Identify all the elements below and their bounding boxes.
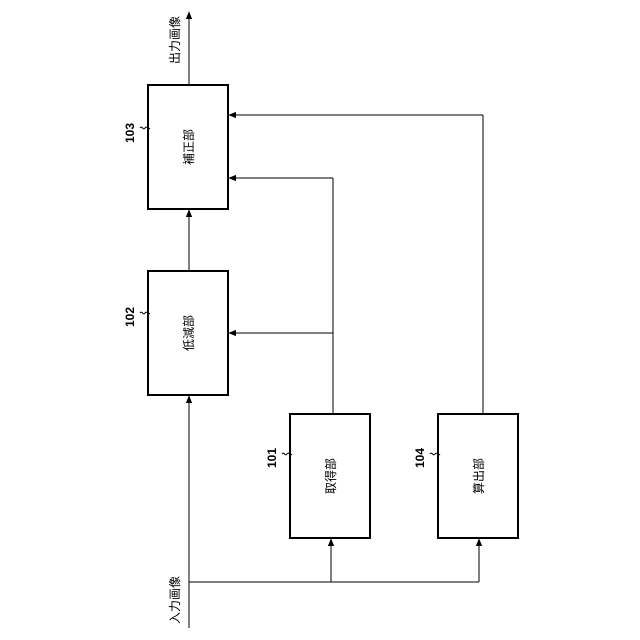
output-image-label: 出力画像	[168, 16, 182, 64]
calculation-block-label: 算出部	[471, 458, 486, 494]
input-image-label: 入力画像	[168, 576, 182, 624]
acquisition-block-label: 取得部	[323, 458, 338, 494]
correction-block-label: 補正部	[181, 129, 196, 165]
calculation-ref-number: 104	[413, 448, 427, 468]
acquisition-ref-number: 101	[265, 448, 279, 468]
correction-ref-number: 103	[123, 123, 137, 143]
reduction-ref-number: 102	[123, 307, 137, 327]
reduction-block-label: 低減部	[181, 315, 196, 351]
